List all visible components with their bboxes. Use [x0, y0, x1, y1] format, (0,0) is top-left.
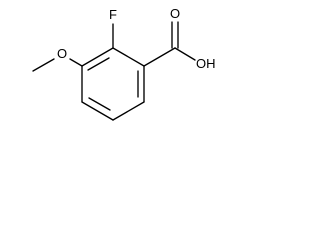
ring-bond-c3-c4	[81, 101, 114, 121]
ring-bond-c2-c3	[112, 101, 145, 121]
bond-ring-to-carboxyl	[143, 47, 176, 67]
chemical-structure: F O OH O	[32, 6, 216, 121]
ring-bond-c5-c6	[81, 47, 114, 67]
bond-methoxy-oxygen-to-methyl	[32, 58, 55, 72]
ring-double-bond-inner-2	[88, 97, 111, 111]
methoxy-oxygen-label: O	[57, 46, 67, 61]
ring-bond-c6-c1	[112, 47, 145, 67]
bond-ring-to-methoxy-oxygen	[69, 58, 83, 67]
hydroxyl-label: OH	[196, 56, 216, 71]
carbonyl-oxygen-label: O	[170, 6, 180, 21]
fluorine-label: F	[109, 7, 117, 22]
bond-carboxyl-to-hydroxyl	[174, 47, 196, 61]
ring-double-bond-inner-3	[87, 57, 110, 71]
